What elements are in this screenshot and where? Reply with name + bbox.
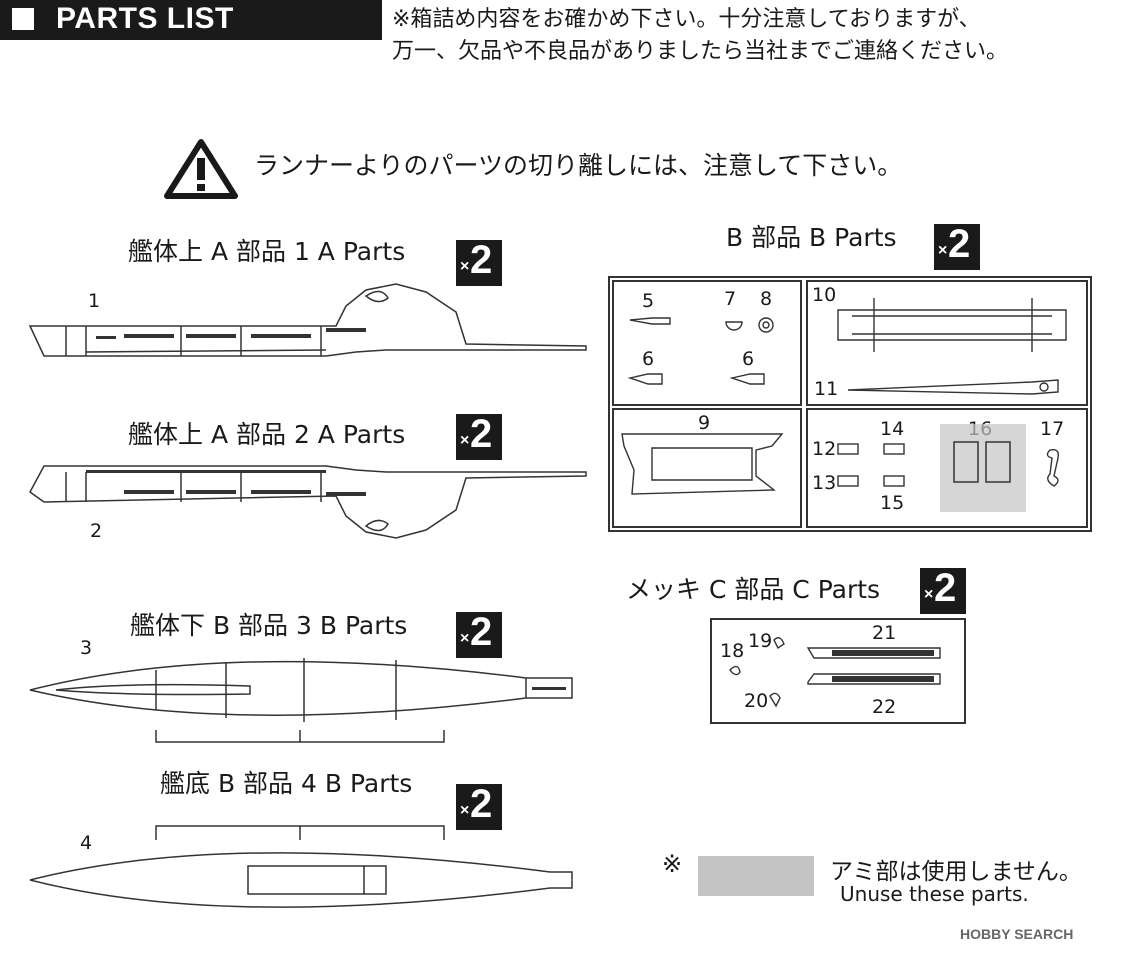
b-part-number-17: 17 (1040, 418, 1065, 440)
notice-line-2: 万一、欠品や不良品がありましたら当社までご連絡ください。 (392, 39, 1009, 64)
legend-text-jp: アミ部は使用しません。 (830, 859, 1082, 885)
quantity-badge-b-parts: ×2 (934, 222, 980, 270)
notice-text: ※箱詰め内容をお確かめ下さい。十分注意しておりますが、 万一、欠品や不良品があり… (392, 4, 1008, 68)
c-part-number-21: 21 (872, 622, 897, 644)
b-part-number-6b: 6 (742, 348, 755, 370)
b-runner-cell-top-right (806, 280, 1088, 406)
section-title-b4: 艦底 B 部品 4 B Parts (160, 769, 413, 798)
hull-upper-part-1-drawing (28, 283, 587, 357)
unused-parts-swatch (698, 856, 814, 896)
section-title-b-parts: B 部品 B Parts (726, 223, 897, 252)
b-runner-parts-drawing (621, 298, 1067, 512)
section-title-b3: 艦体下 B 部品 3 B Parts (130, 611, 408, 640)
page-title: PARTS LIST (56, 2, 234, 35)
b-part-number-13: 13 (812, 472, 837, 494)
notice-line-1: ※箱詰め内容をお確かめ下さい。十分注意しておりますが、 (392, 7, 981, 32)
quantity-badge-b4: ×2 (456, 782, 502, 830)
c-part-number-22: 22 (872, 696, 897, 718)
watermark: HOBBY SEARCH (960, 926, 1074, 942)
b-part-number-8: 8 (760, 288, 773, 310)
section-title-a2: 艦体上 A 部品 2 A Parts (128, 420, 406, 449)
b-runner-cell-bottom-right (806, 408, 1088, 528)
c-parts-runner-frame (710, 618, 966, 724)
b-runner-cell-top-left (612, 280, 802, 406)
hull-upper-part-2-drawing (29, 465, 587, 539)
c-part-number-19: 19 (748, 630, 773, 652)
legend-text-en: Unuse these parts. (840, 882, 1029, 906)
b-part-number-5: 5 (642, 290, 655, 312)
b-part-number-6a: 6 (642, 348, 655, 370)
b-part-number-14: 14 (880, 418, 905, 440)
part-number-4: 4 (80, 832, 93, 854)
legend-mark: ※ (662, 850, 683, 878)
b-part-number-7: 7 (724, 288, 737, 310)
b-parts-runner-frame (608, 276, 1092, 532)
quantity-badge-a2: ×2 (456, 412, 502, 460)
b-part-number-10: 10 (812, 284, 837, 306)
warning-text: ランナーよりのパーツの切り離しには、注意して下さい。 (254, 151, 903, 180)
quantity-badge-b3: ×2 (456, 610, 502, 658)
warning-triangle-icon (164, 138, 238, 204)
part-number-2: 2 (90, 520, 103, 542)
hull-lower-part-3-drawing (29, 658, 573, 743)
part-number-3: 3 (80, 637, 93, 659)
header-square-icon (12, 8, 34, 30)
b-part-number-11: 11 (814, 378, 839, 400)
b-part-number-12: 12 (812, 438, 837, 460)
header-bar: PARTS LIST (0, 0, 382, 40)
c-runner-parts-drawing (729, 637, 941, 708)
quantity-badge-a1: ×2 (456, 238, 502, 286)
section-title-c-parts: メッキ C 部品 C Parts (626, 575, 881, 604)
c-part-number-18: 18 (720, 640, 745, 662)
section-title-a1: 艦体上 A 部品 1 A Parts (128, 237, 406, 266)
hull-bottom-part-4-drawing (29, 825, 573, 908)
c-part-number-20: 20 (744, 690, 769, 712)
quantity-badge-c-parts: ×2 (920, 566, 966, 614)
b-runner-cell-bottom-left (612, 408, 802, 528)
part-number-1: 1 (88, 290, 101, 312)
b-part-number-9: 9 (698, 412, 711, 434)
b-part-number-15: 15 (880, 492, 905, 514)
